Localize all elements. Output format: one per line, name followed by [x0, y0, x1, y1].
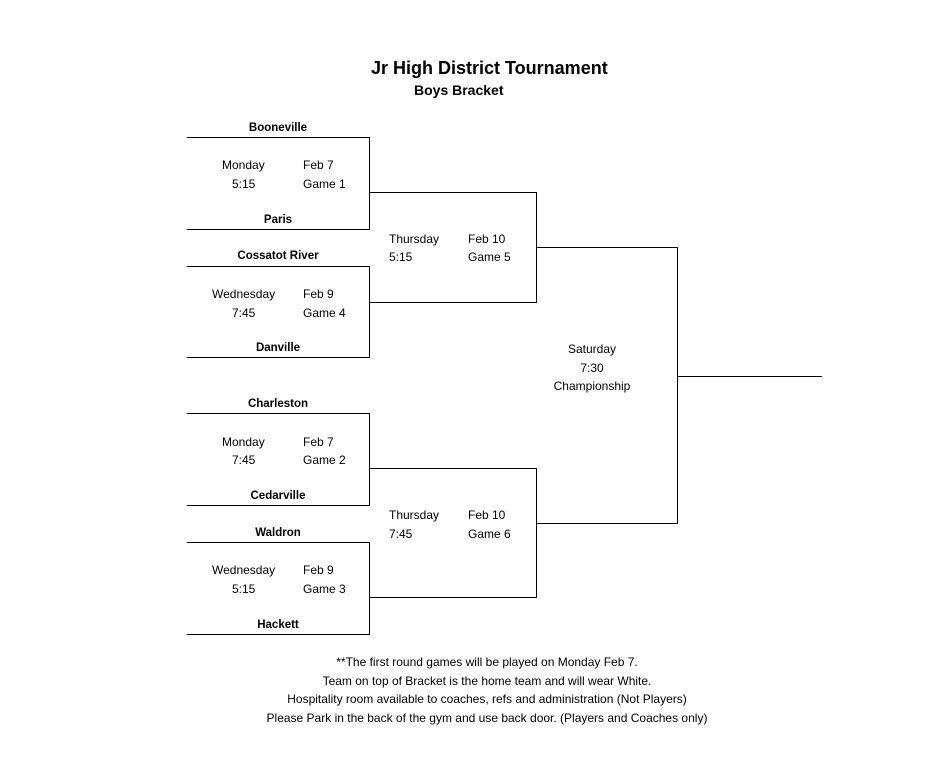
game-4-number: Game 4	[303, 306, 346, 320]
team-paris: Paris	[263, 214, 293, 226]
game-2-bottom-line	[187, 505, 370, 506]
team-hackett: Hackett	[257, 619, 299, 631]
game-6-top-line	[369, 468, 537, 469]
game-3-day: Wednesday	[212, 563, 276, 577]
team-charleston: Charleston	[247, 398, 309, 410]
team-cossatot-river: Cossatot River	[237, 250, 319, 262]
game-2-time: 7:45	[232, 453, 256, 467]
championship-top-line	[536, 247, 678, 248]
game-5-top-line	[369, 192, 537, 193]
championship-connector	[677, 247, 678, 523]
game-6-time: 7:45	[389, 527, 413, 541]
game-1-top-line	[187, 137, 370, 138]
game-1-date: Feb 7	[303, 158, 334, 172]
championship-bottom-line	[536, 523, 678, 524]
game-4-connector	[369, 266, 370, 357]
game-2-connector	[369, 413, 370, 505]
game-2-date: Feb 7	[303, 435, 334, 449]
note-line: Hospitality room available to coaches, r…	[287, 692, 687, 706]
game-1-time: 5:15	[232, 177, 256, 191]
team-cedarville: Cedarville	[250, 490, 306, 502]
page-title: Jr High District Tournament	[371, 58, 608, 78]
note-line: **The first round games will be played o…	[336, 655, 638, 669]
championship-time: 7:30	[580, 361, 604, 375]
championship-day: Saturday	[567, 342, 617, 356]
game-3-time: 5:15	[232, 582, 256, 596]
game-5-day: Thursday	[389, 232, 440, 246]
game-6-bottom-line	[369, 597, 537, 598]
game-2-top-line	[187, 413, 370, 414]
game-3-number: Game 3	[303, 582, 346, 596]
game-4-day: Wednesday	[212, 287, 276, 301]
game-3-date: Feb 9	[303, 563, 334, 577]
game-3-top-line	[187, 542, 370, 543]
game-4-top-line	[187, 266, 370, 267]
game-1-number: Game 1	[303, 177, 346, 191]
game-6-day: Thursday	[389, 508, 440, 522]
game-4-bottom-line	[187, 357, 370, 358]
game-4-date: Feb 9	[303, 287, 334, 301]
game-6-connector	[536, 468, 537, 597]
team-booneville: Booneville	[248, 122, 308, 134]
game-5-number: Game 5	[468, 250, 511, 264]
bracket-subtitle: Boys Bracket	[414, 82, 504, 98]
game-6-date: Feb 10	[468, 508, 506, 522]
game-5-time: 5:15	[389, 250, 413, 264]
note-line: Team on top of Bracket is the home team …	[322, 674, 652, 688]
game-1-bottom-line	[187, 229, 370, 230]
team-danville: Danville	[255, 342, 301, 354]
game-1-day: Monday	[222, 158, 265, 172]
game-3-bottom-line	[187, 634, 370, 635]
championship-label: Championship	[553, 379, 631, 393]
game-6-number: Game 6	[468, 527, 511, 541]
game-2-number: Game 2	[303, 453, 346, 467]
game-5-bottom-line	[369, 302, 537, 303]
game-5-date: Feb 10	[468, 232, 506, 246]
winner-line	[677, 376, 822, 377]
game-2-day: Monday	[222, 435, 265, 449]
note-line: Please Park in the back of the gym and u…	[266, 711, 708, 725]
team-waldron: Waldron	[255, 527, 301, 539]
game-1-connector	[369, 137, 370, 229]
game-3-connector	[369, 542, 370, 634]
game-4-time: 7:45	[232, 306, 256, 320]
